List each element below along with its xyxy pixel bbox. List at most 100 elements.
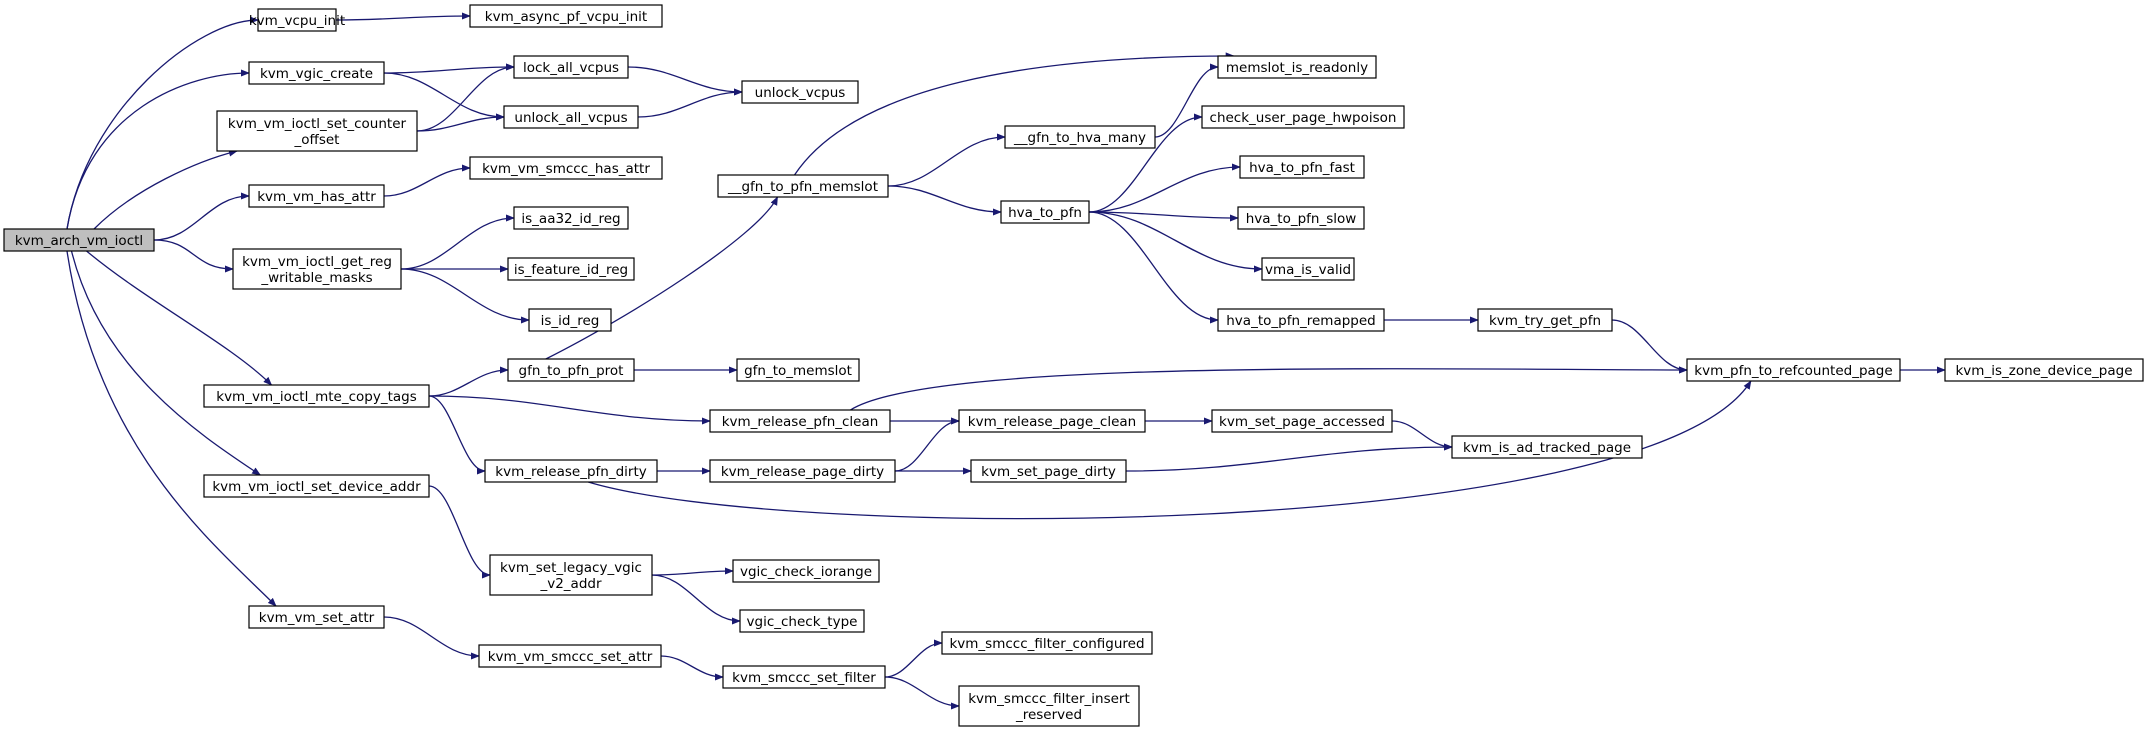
edge-kvm-arch-vm-ioctl-to-kvm-vm-ioctl-set-device-addr — [70, 250, 261, 476]
node-kvm-is-zone-device-page[interactable]: kvm_is_zone_device_page — [1944, 358, 2144, 382]
node-hva-to-pfn-remapped[interactable]: hva_to_pfn_remapped — [1217, 308, 1385, 332]
node-label: kvm_set_page_dirty — [981, 464, 1116, 480]
node-box — [203, 384, 430, 408]
node-kvm-arch-vm-ioctl[interactable]: kvm_arch_vm_ioctl — [3, 228, 155, 252]
node-label: kvm_vm_ioctl_mte_copy_tags — [216, 389, 416, 405]
node-kvm-vm-smccc-set-attr[interactable]: kvm_vm_smccc_set_attr — [478, 644, 662, 668]
node-box — [1944, 358, 2144, 382]
node-hva-to-pfn[interactable]: hva_to_pfn — [1000, 200, 1090, 224]
node-kvm-vcpu-init[interactable]: kvm_vcpu_init — [249, 8, 345, 32]
edge-kvm-vm-set-attr-to-kvm-vm-smccc-set-attr — [383, 616, 480, 660]
edge-kvm-set-legacy-vgic-v2-addr-to-vgic-check-iorange — [651, 567, 734, 576]
node-box — [958, 409, 1146, 433]
node-label: kvm_release_pfn_clean — [722, 414, 879, 430]
node-label: kvm_vm_smccc_has_attr — [482, 161, 650, 177]
node-label: kvm_vm_smccc_set_attr — [488, 649, 653, 665]
node-label: kvm_vcpu_init — [249, 13, 345, 29]
node-gfn-to-pfn-memslot[interactable]: __gfn_to_pfn_memslot — [717, 174, 889, 198]
node-box — [248, 605, 385, 629]
node-lock-all-vcpus[interactable]: lock_all_vcpus — [513, 55, 629, 79]
node-kvm-release-pfn-clean[interactable]: kvm_release_pfn_clean — [709, 409, 891, 433]
node-box — [489, 554, 653, 596]
node-label: hva_to_pfn_remapped — [1226, 313, 1376, 329]
edge-kvm-arch-vm-ioctl-to-kvm-vm-ioctl-set-counter-offset — [93, 149, 238, 230]
node-label: is_id_reg — [541, 313, 600, 329]
edge-kvm-vgic-create-to-unlock-all-vcpus — [383, 72, 505, 121]
edge-kvm-vcpu-init-to-kvm-async-pf-vcpu-init — [335, 12, 471, 21]
node-label: _writable_masks — [260, 270, 372, 286]
node-label: _v2_addr — [539, 576, 601, 592]
node-label: kvm_smccc_filter_insert — [968, 691, 1130, 707]
edge-kvm-vm-ioctl-get-reg-writable-masks-to-is-aa32-id-reg — [400, 214, 515, 270]
node-box — [1211, 409, 1393, 433]
node-label: hva_to_pfn — [1008, 205, 1082, 221]
node-vma-is-valid[interactable]: vma_is_valid — [1261, 257, 1355, 281]
node-kvm-vm-has-attr[interactable]: kvm_vm_has_attr — [248, 184, 385, 208]
node-box — [1237, 206, 1365, 230]
node-unlock-vcpus[interactable]: unlock_vcpus — [741, 80, 859, 104]
node-box — [528, 308, 612, 332]
node-label: _reserved — [1015, 707, 1082, 723]
node-label: unlock_vcpus — [755, 85, 846, 101]
node-is-feature-id-reg[interactable]: is_feature_id_reg — [507, 257, 635, 281]
node-vgic-check-iorange[interactable]: vgic_check_iorange — [732, 559, 880, 583]
node-label: kvm_set_page_accessed — [1219, 414, 1385, 430]
node-box — [1477, 308, 1613, 332]
node-box — [3, 228, 155, 252]
node-box — [958, 685, 1140, 727]
node-is-aa32-id-reg[interactable]: is_aa32_id_reg — [513, 206, 629, 230]
node-kvm-set-page-accessed[interactable]: kvm_set_page_accessed — [1211, 409, 1393, 433]
node-is-id-reg[interactable]: is_id_reg — [528, 308, 612, 332]
node-kvm-vm-ioctl-mte-copy-tags[interactable]: kvm_vm_ioctl_mte_copy_tags — [203, 384, 430, 408]
edge-gfn-to-pfn-memslot-to-memslot-is-readonly — [793, 52, 1235, 176]
node-kvm-set-page-dirty[interactable]: kvm_set_page_dirty — [970, 459, 1127, 483]
node-kvm-vm-ioctl-get-reg-writable-masks[interactable]: kvm_vm_ioctl_get_reg_writable_masks — [232, 248, 402, 290]
node-gfn-to-pfn-prot[interactable]: gfn_to_pfn_prot — [507, 358, 635, 382]
node-label: kvm_is_ad_tracked_page — [1463, 440, 1631, 456]
node-label: lock_all_vcpus — [523, 60, 619, 76]
edge-kvm-vm-ioctl-set-counter-offset-to-unlock-all-vcpus — [416, 113, 505, 132]
node-box — [257, 8, 337, 32]
node-kvm-vm-smccc-has-attr[interactable]: kvm_vm_smccc_has_attr — [469, 156, 663, 180]
node-kvm-release-page-dirty[interactable]: kvm_release_page_dirty — [709, 459, 896, 483]
edge-gfn-to-hva-many-to-memslot-is-readonly — [1154, 63, 1219, 138]
node-kvm-set-legacy-vgic-v2-addr[interactable]: kvm_set_legacy_vgic_v2_addr — [489, 554, 653, 596]
node-label: kvm_try_get_pfn — [1489, 313, 1601, 329]
node-kvm-vm-ioctl-set-counter-offset[interactable]: kvm_vm_ioctl_set_counter_offset — [216, 110, 418, 152]
edge-gfn-to-pfn-prot-to-gfn-to-pfn-memslot — [545, 196, 779, 360]
node-kvm-smccc-set-filter[interactable]: kvm_smccc_set_filter — [722, 665, 886, 689]
node-hva-to-pfn-fast[interactable]: hva_to_pfn_fast — [1239, 155, 1365, 179]
node-kvm-smccc-filter-configured[interactable]: kvm_smccc_filter_configured — [941, 631, 1153, 655]
edge-kvm-arch-vm-ioctl-to-kvm-vm-set-attr — [66, 250, 277, 607]
node-label: kvm_vm_ioctl_get_reg — [242, 254, 392, 270]
node-kvm-vm-set-attr[interactable]: kvm_vm_set_attr — [248, 605, 385, 629]
node-box — [709, 459, 896, 483]
node-kvm-try-get-pfn[interactable]: kvm_try_get_pfn — [1477, 308, 1613, 332]
node-unlock-all-vcpus[interactable]: unlock_all_vcpus — [503, 105, 639, 129]
node-vgic-check-type[interactable]: vgic_check_type — [739, 609, 865, 633]
node-kvm-vgic-create[interactable]: kvm_vgic_create — [248, 61, 385, 85]
node-label: kvm_smccc_filter_configured — [949, 636, 1144, 652]
edge-lock-all-vcpus-to-unlock-vcpus — [627, 66, 743, 96]
node-kvm-smccc-filter-insert-reserved[interactable]: kvm_smccc_filter_insert_reserved — [958, 685, 1140, 727]
node-label: vma_is_valid — [1265, 262, 1351, 278]
node-kvm-vm-ioctl-set-device-addr[interactable]: kvm_vm_ioctl_set_device_addr — [203, 474, 430, 498]
node-gfn-to-memslot[interactable]: gfn_to_memslot — [736, 358, 860, 382]
node-kvm-release-page-clean[interactable]: kvm_release_page_clean — [958, 409, 1146, 433]
node-kvm-async-pf-vcpu-init[interactable]: kvm_async_pf_vcpu_init — [469, 4, 663, 28]
node-check-user-page-hwpoison[interactable]: check_user_page_hwpoison — [1201, 105, 1405, 129]
node-hva-to-pfn-slow[interactable]: hva_to_pfn_slow — [1237, 206, 1365, 230]
edge-kvm-release-pfn-dirty-to-kvm-pfn-to-refcounted-page — [588, 380, 1752, 520]
node-label: kvm_is_zone_device_page — [1955, 363, 2132, 379]
node-box — [507, 358, 635, 382]
node-gfn-to-hva-many[interactable]: __gfn_to_hva_many — [1004, 125, 1156, 149]
node-kvm-is-ad-tracked-page[interactable]: kvm_is_ad_tracked_page — [1451, 435, 1643, 459]
node-kvm-release-pfn-dirty[interactable]: kvm_release_pfn_dirty — [484, 459, 658, 483]
node-label: kvm_smccc_set_filter — [732, 670, 876, 686]
node-label: kvm_vm_has_attr — [257, 189, 376, 205]
node-label: vgic_check_iorange — [740, 564, 872, 580]
node-label: unlock_all_vcpus — [514, 110, 627, 126]
node-box — [248, 61, 385, 85]
node-memslot-is-readonly[interactable]: memslot_is_readonly — [1217, 55, 1377, 79]
node-kvm-pfn-to-refcounted-page[interactable]: kvm_pfn_to_refcounted_page — [1686, 358, 1901, 382]
